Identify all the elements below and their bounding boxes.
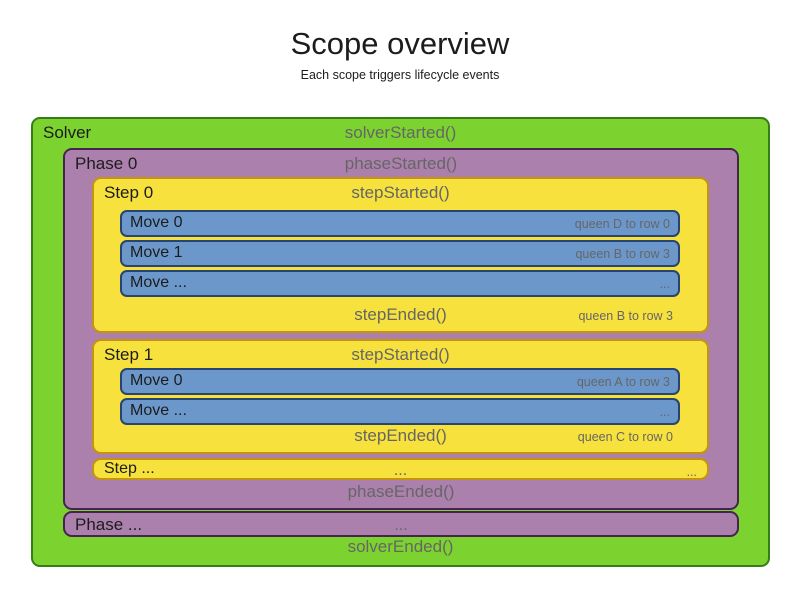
phase-ellipsis-center: ... [394,517,408,534]
move-label: Move ... [130,402,187,419]
step0-ended-row: stepEnded() queen B to row 3 [94,300,707,331]
move-note: ... [659,277,670,291]
move-label: Move 0 [130,214,183,231]
move-note: ... [659,405,670,419]
phase-ended-event: phaseEnded() [347,482,455,501]
move-label: Move 1 [130,244,183,261]
move-label: Move 0 [130,372,183,389]
page-subtitle: Each scope triggers lifecycle events [300,68,500,82]
step-ellipsis-box: Step ... ... ... [92,458,709,480]
step1-ended-row: stepEnded() queen C to row 0 [94,421,707,452]
page-title: Scope overview [290,26,510,61]
step1-started-event: stepStarted() [351,345,450,364]
step0-move-list: Move 0 queen D to row 0 Move 1 queen B t… [120,210,680,300]
move-note: queen B to row 3 [575,247,670,261]
step0-started-event: stepStarted() [351,183,450,202]
move-note: queen A to row 3 [576,375,670,389]
step1-scope-box: Step 1 stepStarted() Move 0 queen A to r… [92,339,709,454]
step1-label: Step 1 [104,345,154,364]
move-row: Move ... ... [120,398,680,425]
step0-scope-box: Step 0 stepStarted() Move 0 queen D to r… [92,177,709,333]
solver-label: Solver [43,123,92,142]
step0-label: Step 0 [104,183,154,202]
move-row: Move 0 queen A to row 3 [120,368,680,395]
step0-ended-note: queen B to row 3 [578,309,673,323]
solver-scope-box: Solver solverStarted() Phase 0 phaseStar… [31,117,770,567]
phase0-scope-box: Phase 0 phaseStarted() Step 0 stepStarte… [63,148,739,510]
step-ellipsis-right: ... [686,465,697,479]
phase-started-event: phaseStarted() [344,154,458,173]
step-ellipsis-label: Step ... [104,460,155,477]
move-row: Move 0 queen D to row 0 [120,210,680,237]
step1-move-list: Move 0 queen A to row 3 Move ... ... [120,368,680,428]
phase0-label: Phase 0 [75,154,138,173]
move-note: queen D to row 0 [574,217,670,231]
step-ellipsis-center: ... [393,462,408,479]
step1-ended-event: stepEnded() [354,426,447,445]
move-label: Move ... [130,274,187,291]
step0-ended-event: stepEnded() [354,305,447,324]
solver-ended-event: solverEnded() [347,537,454,556]
step1-ended-note: queen C to row 0 [577,430,673,444]
phase-ellipsis-box: Phase ... ... [63,511,739,537]
move-row: Move ... ... [120,270,680,297]
solver-started-event: solverStarted() [344,123,457,142]
move-row: Move 1 queen B to row 3 [120,240,680,267]
phase-ellipsis-label: Phase ... [75,515,143,534]
